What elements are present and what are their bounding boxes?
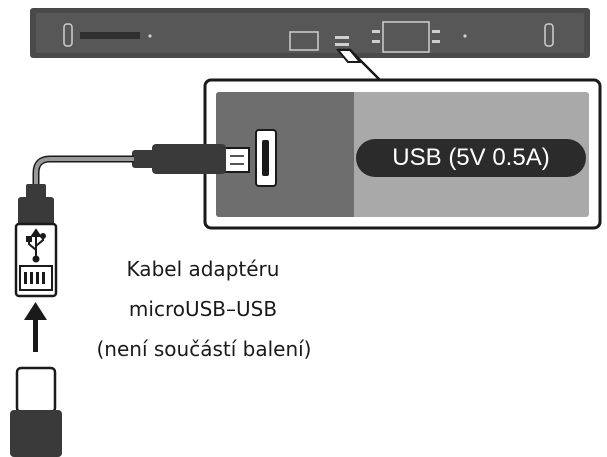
cable-caption-line-2: microUSB–USB (128, 297, 278, 321)
cable-caption-line-1: Kabel adaptéru (126, 257, 280, 281)
arrow-up-icon (24, 302, 47, 352)
usb-plug (10, 366, 62, 457)
port-label-pill (356, 139, 586, 177)
adapter-cable (32, 155, 134, 186)
cable-caption-line-3: (není součástí balení) (96, 337, 312, 361)
soundbar (30, 8, 590, 58)
port-label: USB (5V 0.5A) (392, 144, 550, 171)
micro-usb-port (255, 129, 277, 187)
usb-icon (26, 228, 46, 263)
micro-usb-plug (132, 144, 250, 174)
